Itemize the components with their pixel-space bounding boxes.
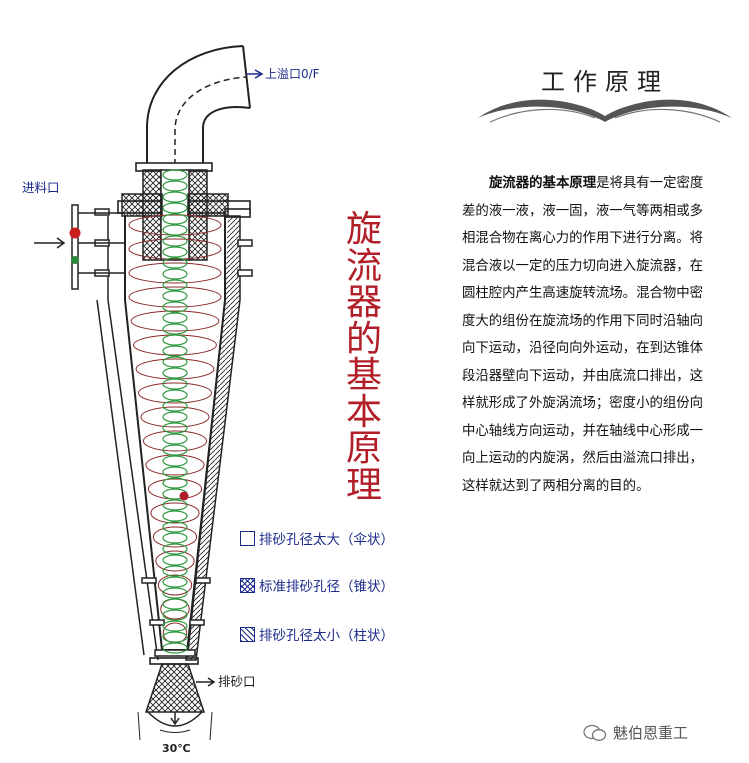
inner-spiral-loop: [162, 356, 188, 368]
inner-spiral-loop: [162, 169, 188, 181]
inner-spiral-loop: [162, 301, 188, 313]
outer-spiral-loop: [128, 238, 222, 260]
feed-inlet: [69, 204, 125, 290]
legend-label: 标准排砂孔径（锥状）: [259, 579, 394, 595]
vertical-title-char: 旋: [345, 209, 382, 250]
vertical-title-char: 的: [345, 318, 382, 360]
wechat-icon: [583, 724, 607, 741]
inner-spiral-loop: [162, 389, 188, 401]
inner-spiral-loop: [162, 411, 188, 423]
inner-spiral-loop: [162, 422, 188, 434]
inner-spiral-loop: [162, 477, 188, 489]
inner-spiral-loop: [162, 455, 188, 467]
legend-swatch-cross-hatch: [240, 577, 255, 593]
feed-red-dot: [69, 227, 81, 239]
inner-spiral-loop: [162, 290, 188, 302]
legend-swatch-diagonal-hatch: [240, 626, 255, 642]
outer-spiral-loop: [140, 406, 210, 428]
hydrocyclone-diagram: 上溢口0/F: [22, 45, 320, 755]
inner-spiral-loop: [162, 191, 188, 203]
vertical-title-char: 理: [345, 464, 382, 506]
inner-spiral-loop: [162, 334, 188, 346]
outer-spiral-loop: [138, 382, 212, 404]
inner-spiral-loop: [162, 202, 188, 214]
legend-item-cross-hatch: 标准排砂孔径（锥状）: [240, 575, 394, 595]
outer-spiral-loop: [128, 286, 222, 308]
legend-item-diagonal-hatch: 排砂孔径太小（柱状）: [240, 624, 394, 644]
outer-spiral-loop: [152, 526, 198, 548]
inner-spiral-loop: [162, 235, 188, 247]
inner-spiral-loop: [162, 312, 188, 324]
feed-green-dot: [71, 256, 79, 264]
inner-spiral-loop: [162, 213, 188, 225]
inner-spiral-loop: [162, 367, 188, 379]
vertical-title-char: 器: [345, 282, 382, 323]
inner-spiral-loop: [162, 378, 188, 390]
inner-spiral-loop: [162, 510, 188, 522]
vertical-title-char: 基: [345, 355, 382, 396]
inner-spiral-loop: [162, 631, 188, 643]
underflow-cone: [137, 663, 213, 741]
inner-spiral-loop: [162, 323, 188, 335]
inner-spiral-loop: [162, 532, 188, 544]
inner-spiral-loop: [162, 642, 188, 654]
inlet-label: 进料口: [22, 180, 60, 195]
legend-swatch-plain: [240, 530, 255, 546]
overflow-arrow-icon: [246, 69, 264, 79]
inner-spiral-loop: [162, 466, 188, 478]
particle-dot: [179, 491, 189, 501]
inner-spiral-loop: [162, 345, 188, 357]
overflow-pipe: [146, 45, 251, 165]
watermark: 魅伯恩重工: [583, 722, 688, 743]
inner-spiral-loop: [162, 554, 188, 566]
sand-outlet-arrow-icon: [196, 677, 216, 687]
inner-spiral-loop: [162, 268, 188, 280]
outer-spiral-loop: [155, 550, 195, 572]
vertical-title-char: 流: [345, 245, 382, 287]
inner-spiral-loop: [162, 180, 188, 192]
inner-spiral-loop: [162, 543, 188, 555]
legend-item-plain: 排砂孔径太大（伞状）: [240, 528, 394, 548]
description-text: 是将具有一定密度差的液一液，液一固，液一气等两相或多相混合物在离心力的作用下进行…: [462, 176, 704, 494]
ornament-icon: [478, 99, 732, 123]
outer-spiral-loop: [135, 358, 215, 380]
inner-spiral-loop: [162, 587, 188, 599]
outer-spiral-loop: [130, 310, 220, 332]
angle-label: 30℃: [162, 742, 191, 755]
vertical-title-char: 本: [345, 391, 382, 433]
inner-spiral-loop: [162, 224, 188, 236]
inner-vortex-spiral: [162, 169, 188, 654]
inner-spiral-loop: [162, 565, 188, 577]
inner-spiral-loop: [162, 521, 188, 533]
outer-spiral-loop: [150, 502, 200, 524]
outer-spiral-loop: [145, 454, 205, 476]
overflow-label: 上溢口0/F: [265, 67, 320, 81]
outer-spiral-loop: [143, 430, 207, 452]
section-title: 工作原理: [541, 68, 669, 96]
section-header: 工作原理: [470, 60, 740, 130]
legend-label: 排砂孔径太大（伞状）: [259, 532, 394, 548]
inner-spiral-loop: [162, 576, 188, 588]
legend-label: 排砂孔径太小（柱状）: [259, 628, 394, 644]
watermark-text: 魅伯恩重工: [613, 724, 689, 742]
inner-spiral-loop: [162, 400, 188, 412]
inner-spiral-loop: [162, 598, 188, 610]
vertical-title-char: 原: [345, 428, 382, 469]
description-lead: 旋流器的基本原理: [489, 176, 597, 191]
inner-spiral-loop: [162, 609, 188, 621]
inner-spiral-loop: [162, 279, 188, 291]
inner-spiral-loop: [162, 499, 188, 511]
vertical-title: 旋 流 器 的 基 本 原 理: [340, 209, 388, 506]
sand-outlet-label: 排砂口: [218, 674, 256, 689]
outer-spiral-loop: [128, 262, 222, 284]
inner-spiral-loop: [162, 620, 188, 632]
inner-spiral-loop: [162, 257, 188, 269]
inner-spiral-loop: [162, 433, 188, 445]
inner-spiral-loop: [162, 444, 188, 456]
outer-spiral-loop: [157, 574, 193, 596]
inner-spiral-loop: [162, 246, 188, 258]
inlet-arrow-icon: [34, 237, 66, 249]
principle-description: 旋流器的基本原理是将具有一定密度差的液一液，液一固，液一气等两相或多相混合物在离…: [462, 170, 712, 500]
